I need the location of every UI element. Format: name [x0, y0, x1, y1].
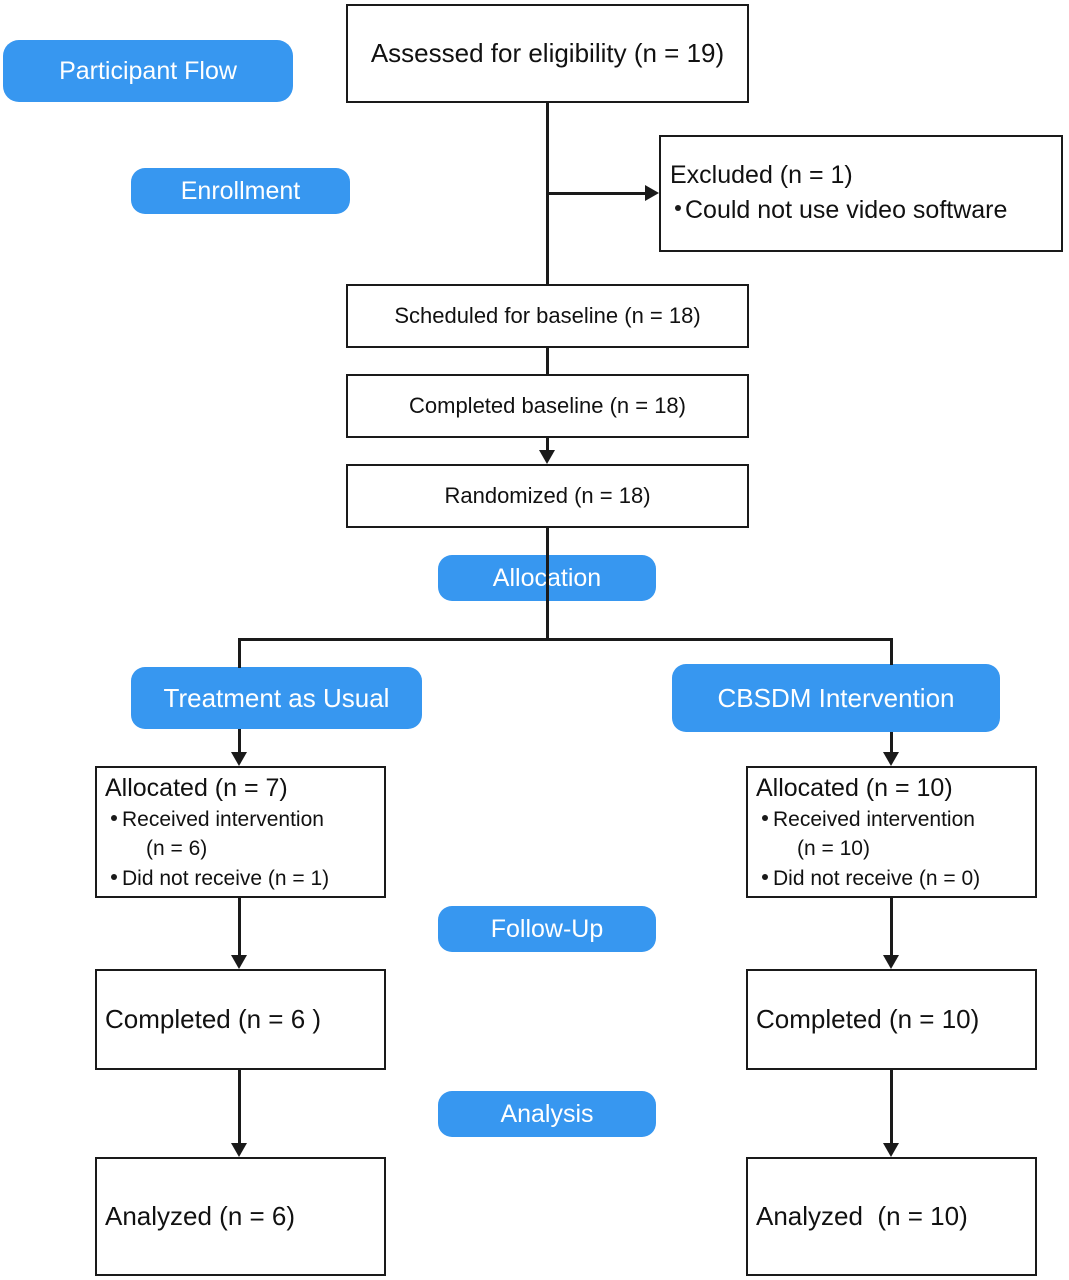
enrollment-label: Enrollment	[131, 168, 350, 214]
participant-flow-label: Participant Flow	[3, 40, 293, 102]
connector-line	[238, 729, 241, 753]
completed-baseline-box: Completed baseline (n = 18)	[346, 374, 749, 438]
arrow-down-icon	[231, 955, 247, 969]
assessed-box: Assessed for eligibility (n = 19)	[346, 4, 749, 103]
connector-line	[238, 898, 241, 955]
connector-line	[546, 528, 549, 640]
tau-allocated-box: Allocated (n = 7) Received intervention …	[95, 766, 386, 898]
cbsdm-received-line: Received intervention	[762, 808, 975, 832]
arrow-right-icon	[645, 185, 659, 201]
arrow-down-icon	[231, 1143, 247, 1157]
excluded-reason: Could not use video software	[675, 196, 1007, 225]
tau-allocated-title: Allocated (n = 7)	[105, 774, 288, 802]
bullet-icon	[675, 205, 681, 212]
tau-not-received-line: Did not receive (n = 1)	[111, 867, 329, 891]
cbsdm-received-text: Received intervention	[773, 808, 975, 831]
bullet-icon	[111, 874, 117, 881]
follow-up-label: Follow-Up	[438, 906, 656, 952]
tau-completed-box: Completed (n = 6 )	[95, 969, 386, 1070]
connector-line	[546, 348, 549, 374]
cbsdm-completed-box: Completed (n = 10)	[746, 969, 1037, 1070]
bullet-icon	[762, 815, 768, 822]
cbsdm-not-received-line: Did not receive (n = 0)	[762, 867, 980, 891]
connector-line	[238, 638, 893, 641]
cbsdm-allocated-title: Allocated (n = 10)	[756, 774, 953, 802]
treatment-as-usual-label: Treatment as Usual	[131, 667, 422, 729]
cbsdm-not-received-text: Did not receive (n = 0)	[773, 867, 981, 890]
randomized-box: Randomized (n = 18)	[346, 464, 749, 528]
connector-line	[238, 1070, 241, 1143]
cbsdm-completed-text: Completed (n = 10)	[756, 1004, 980, 1034]
arrow-down-icon	[231, 752, 247, 766]
tau-received-line: Received intervention	[111, 808, 324, 832]
bullet-icon	[762, 874, 768, 881]
excluded-reason-text: Could not use video software	[685, 196, 1008, 224]
connector-line	[890, 898, 893, 955]
arrow-down-icon	[883, 752, 899, 766]
connector-line	[890, 732, 893, 753]
tau-received-count: (n = 6)	[146, 837, 208, 860]
tau-received-text: Received intervention	[122, 808, 324, 831]
connector-line	[546, 192, 646, 195]
connector-line	[546, 438, 549, 452]
cbsdm-intervention-label: CBSDM Intervention	[672, 664, 1000, 732]
connector-line	[890, 638, 893, 665]
tau-analyzed-text: Analyzed (n = 6)	[105, 1201, 296, 1231]
cbsdm-analyzed-box: Analyzed (n = 10)	[746, 1157, 1037, 1276]
tau-completed-text: Completed (n = 6 )	[105, 1004, 322, 1034]
excluded-title: Excluded (n = 1)	[670, 161, 853, 189]
tau-analyzed-box: Analyzed (n = 6)	[95, 1157, 386, 1276]
excluded-box: Excluded (n = 1) Could not use video sof…	[659, 135, 1063, 252]
cbsdm-received-count: (n = 10)	[797, 837, 870, 860]
analysis-label: Analysis	[438, 1091, 656, 1137]
tau-not-received-text: Did not receive (n = 1)	[122, 867, 330, 890]
connector-line	[238, 638, 241, 668]
arrow-down-icon	[883, 955, 899, 969]
connector-line	[890, 1070, 893, 1143]
arrow-down-icon	[539, 450, 555, 464]
scheduled-box: Scheduled for baseline (n = 18)	[346, 284, 749, 348]
bullet-icon	[111, 815, 117, 822]
cbsdm-allocated-box: Allocated (n = 10) Received intervention…	[746, 766, 1037, 898]
arrow-down-icon	[883, 1143, 899, 1157]
cbsdm-analyzed-text: Analyzed (n = 10)	[756, 1201, 968, 1231]
